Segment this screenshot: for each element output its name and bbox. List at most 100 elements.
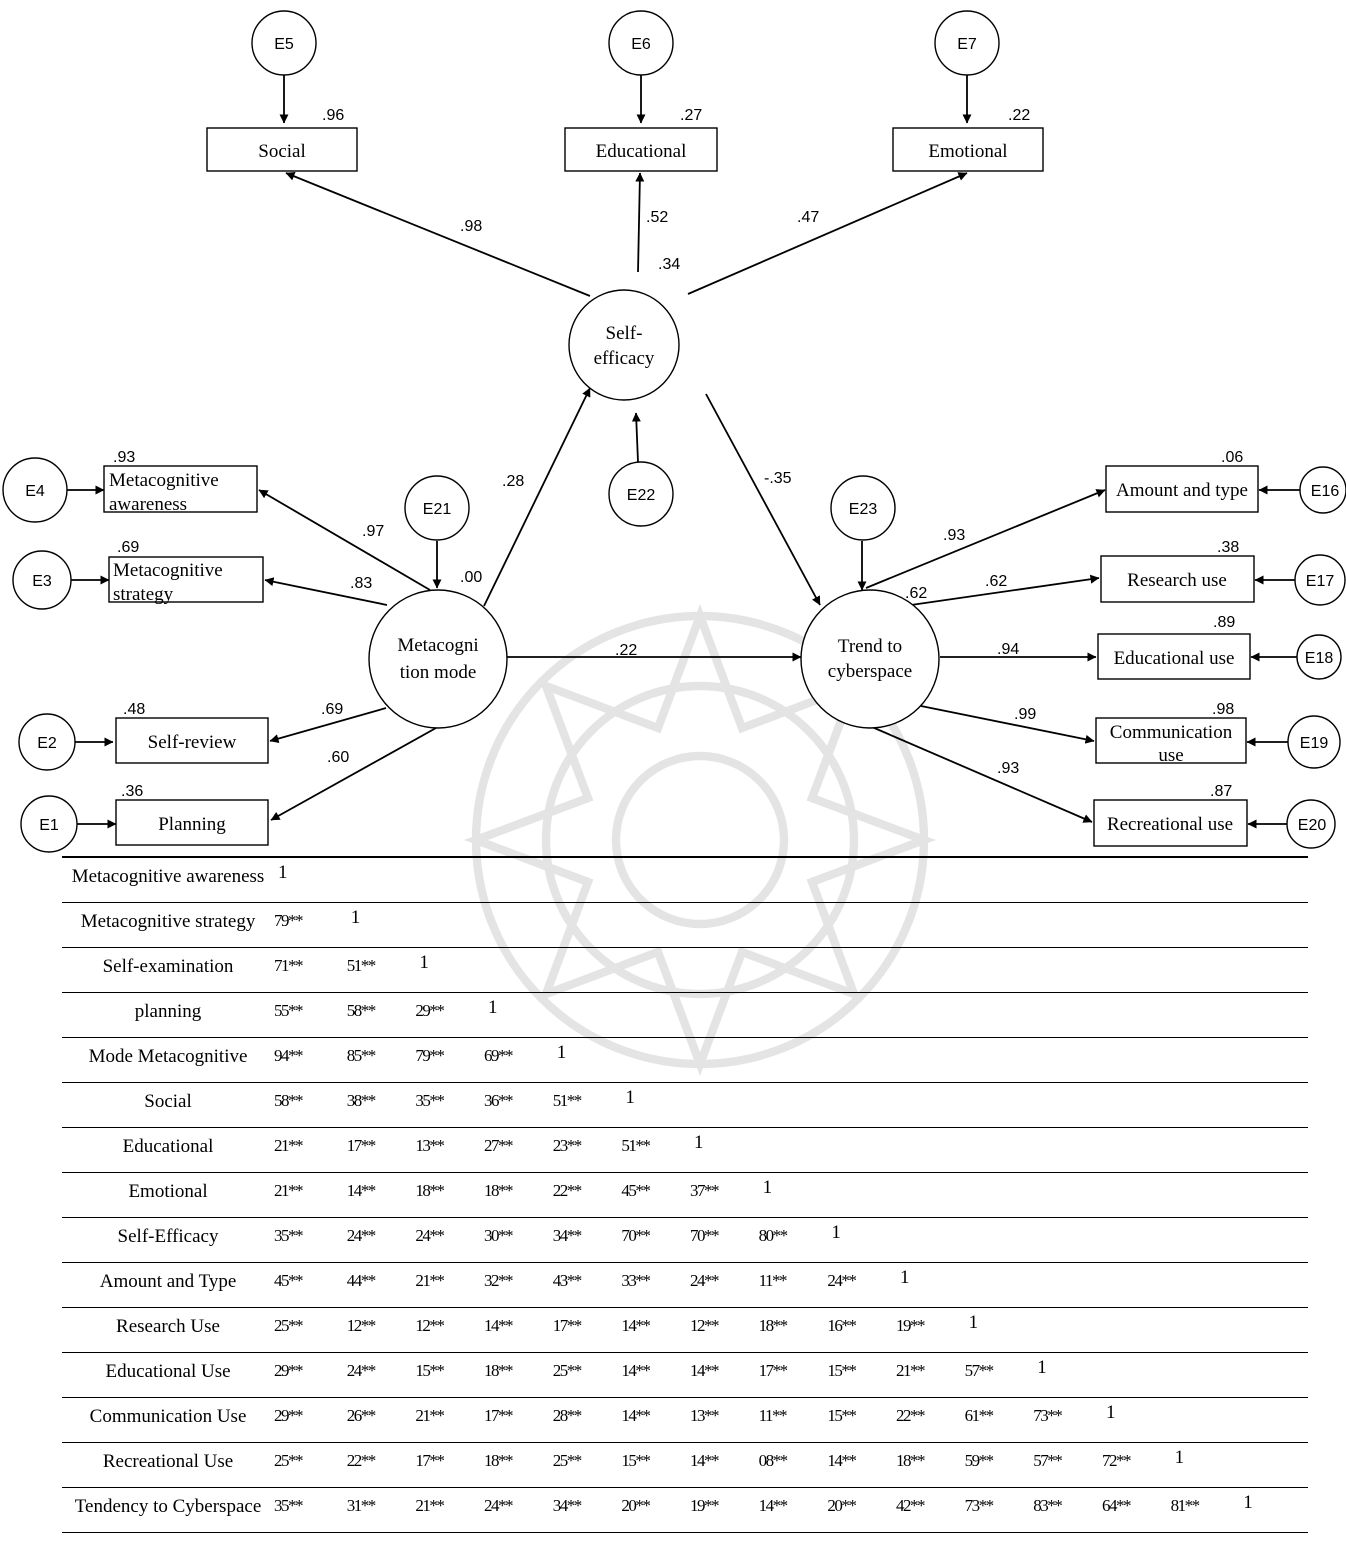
table-cell: 1 <box>694 1132 704 1153</box>
coef-r2-recreational: .87 <box>1210 783 1232 800</box>
table-cell: 59** <box>964 1451 994 1470</box>
empty-cell <box>965 993 1034 1038</box>
box-emotional <box>892 127 1044 172</box>
empty-cell <box>827 1128 896 1173</box>
coef-load-self-review: .69 <box>321 701 343 718</box>
table-cell: 11** <box>758 1406 788 1425</box>
table-cell: 71** <box>274 956 303 975</box>
table-cell: 1 <box>831 1222 841 1243</box>
table-cell: 11** <box>758 1271 788 1290</box>
row-label: Self-Efficacy <box>117 1226 219 1247</box>
table-cell: 14** <box>758 1496 788 1515</box>
empty-cell <box>690 1083 759 1128</box>
box-recreational-use <box>1093 799 1248 847</box>
empty-cell <box>1171 993 1240 1038</box>
coef-path-selfeff-trend: -.35 <box>764 470 792 487</box>
table-cell: 14** <box>827 1451 856 1470</box>
empty-cell <box>1102 903 1171 948</box>
table-cell: 17** <box>484 1406 513 1425</box>
empty-cell <box>1171 1128 1240 1173</box>
table-cell: 69** <box>484 1046 513 1065</box>
table-cell: 45** <box>621 1181 650 1200</box>
empty-cell <box>1239 1128 1308 1173</box>
table-cell: 18** <box>415 1181 444 1200</box>
empty-cell <box>1033 1083 1102 1128</box>
table-cell: 1 <box>762 1177 773 1198</box>
coef-load-research: .62 <box>985 573 1007 590</box>
label-communication-use-2: use <box>1158 745 1183 766</box>
latent-self-efficacy <box>568 289 680 401</box>
label-amount-and-type: Amount and type <box>1116 480 1248 501</box>
coef-load-meta-awareness: .97 <box>362 523 384 540</box>
row-label: Communication Use <box>89 1406 247 1427</box>
table-cell: 29** <box>274 1361 303 1380</box>
table-cell: 36** <box>484 1091 513 1110</box>
empty-cell <box>1102 993 1171 1038</box>
empty-cell <box>965 903 1034 948</box>
empty-cell <box>1102 948 1171 993</box>
coef-path-meta-trend: .22 <box>615 642 637 659</box>
empty-cell <box>1033 993 1102 1038</box>
label-e1: E1 <box>39 817 59 834</box>
error-e20 <box>1286 799 1336 849</box>
empty-cell <box>1102 1173 1171 1218</box>
label-e16: E16 <box>1311 483 1340 500</box>
table-cell: 1 <box>899 1267 910 1288</box>
empty-cell <box>965 1173 1034 1218</box>
latent-variables: Self- efficacy Metacogni tion mode Trend… <box>368 289 940 729</box>
table-cell: 14** <box>690 1451 719 1470</box>
table-cell: 83** <box>1033 1496 1062 1515</box>
empty-cell <box>1033 1128 1102 1173</box>
label-self-efficacy-2: efficacy <box>594 348 655 369</box>
empty-cell <box>896 1173 965 1218</box>
label-trend-1: Trend to <box>838 636 902 657</box>
empty-cell <box>896 1083 965 1128</box>
empty-cell <box>1171 1038 1240 1083</box>
arrow-selfeff-emotional <box>687 172 968 295</box>
table-cell: 12** <box>346 1316 376 1335</box>
empty-cell <box>896 993 965 1038</box>
table-cell: 58** <box>274 1091 303 1110</box>
table-cell: 22** <box>552 1181 582 1200</box>
empty-cell <box>1171 1173 1240 1218</box>
label-e18: E18 <box>1305 650 1334 667</box>
table-cell: 21** <box>415 1496 444 1515</box>
table-cell: 24** <box>346 1361 376 1380</box>
label-e5: E5 <box>274 36 294 53</box>
table-cell: 35** <box>274 1226 303 1245</box>
row-label: Metacognitive strategy <box>80 911 256 932</box>
label-social: Social <box>258 141 306 162</box>
coef-r2-educational: .27 <box>680 107 702 124</box>
label-metacognition-1: Metacogni <box>397 635 478 656</box>
empty-cell <box>1033 857 1102 903</box>
row-label: Self-examination <box>102 956 234 977</box>
table-cell: 18** <box>895 1451 925 1470</box>
table-cell: 25** <box>552 1451 582 1470</box>
label-metacognitive-awareness-1: Metacognitive <box>109 470 219 491</box>
error-e19 <box>1287 715 1341 769</box>
label-e7: E7 <box>957 36 977 53</box>
box-educational <box>564 127 718 172</box>
table-cell: 29** <box>274 1406 303 1425</box>
row-label: Recreational Use <box>102 1451 234 1472</box>
empty-cell <box>965 1128 1034 1173</box>
table-cell: 24** <box>827 1271 856 1290</box>
table-cell: 24** <box>415 1226 444 1245</box>
row-label: Emotional <box>128 1181 208 1202</box>
empty-cell <box>896 903 965 948</box>
empty-cell <box>896 1218 965 1263</box>
table-cell: 18** <box>484 1361 513 1380</box>
empty-cell <box>1239 1263 1308 1308</box>
empty-cell <box>415 903 484 948</box>
table-cell: 17** <box>552 1316 582 1335</box>
empty-cell <box>621 948 690 993</box>
empty-cell <box>415 857 484 903</box>
table-cell: 31** <box>346 1496 376 1515</box>
coef-r2-meta-awareness: .93 <box>113 449 135 466</box>
error-e5 <box>251 10 317 76</box>
coef-load-social: .98 <box>460 218 482 235</box>
table-cell: 1 <box>278 862 288 883</box>
coef-path-meta-selfeff: .28 <box>502 473 524 490</box>
